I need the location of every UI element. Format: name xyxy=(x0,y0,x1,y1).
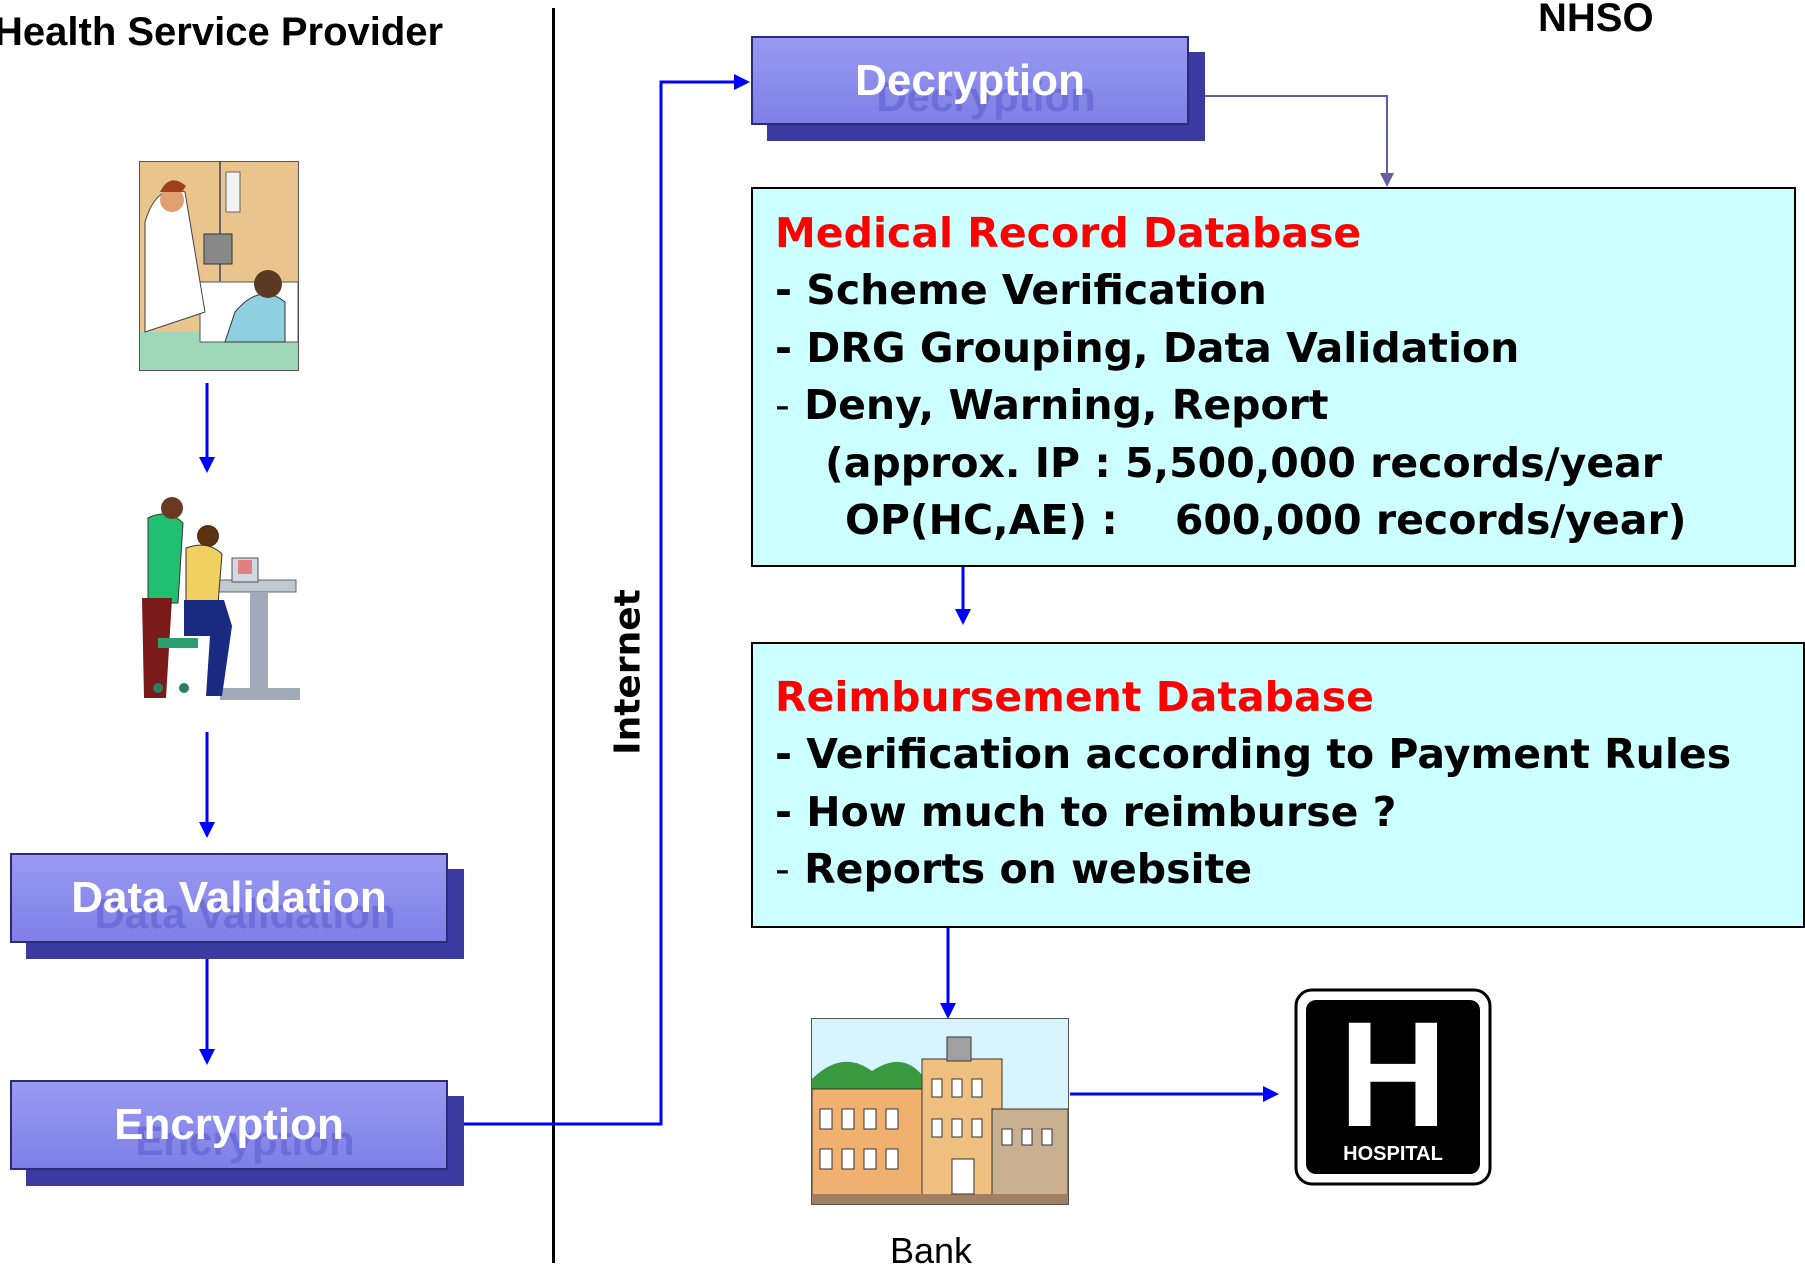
item-text: Reports on website xyxy=(804,845,1252,893)
reimbursement-db-title: Reimbursement Database xyxy=(775,673,1374,721)
encryption-ghost-label: Encryption xyxy=(135,1117,355,1164)
box-face xyxy=(751,36,1189,125)
decryption-box: Decryption Decryption xyxy=(751,36,1205,141)
medical-record-db-title: Medical Record Database xyxy=(775,209,1362,257)
item-dash: - xyxy=(775,845,790,893)
reimbursement-db-item: - How much to reimburse ? xyxy=(775,788,1397,836)
medical-record-db-note: (approx. IP : 5,500,000 records/year xyxy=(825,439,1663,487)
item-dash: - xyxy=(775,381,790,429)
bank-building-clipart xyxy=(811,1018,1069,1205)
medical-record-db-item: - Scheme Verification xyxy=(775,266,1267,314)
encryption-label: Encryption xyxy=(114,1100,344,1149)
provider-nhso-divider xyxy=(552,8,555,1263)
bank-label: Bank xyxy=(890,1230,973,1271)
right-header: NHSO xyxy=(1538,0,1654,40)
arrow-decryption-to-medical-db xyxy=(1190,95,1394,187)
left-header: Health Service Provider xyxy=(0,10,444,54)
hospital-sign-text: HOSPITAL xyxy=(1343,1143,1443,1165)
reimbursement-database-box: Reimbursement Database - Verification ac… xyxy=(751,642,1805,928)
item-text: Deny, Warning, Report xyxy=(804,381,1329,429)
medical-record-db-item: - Deny, Warning, Report xyxy=(775,381,1329,429)
nurse-patient-clipart xyxy=(139,161,299,371)
hospital-sign-icon: H HOSPITAL xyxy=(1294,988,1492,1186)
hospital-sign-letter: H xyxy=(1339,990,1447,1158)
decryption-label: Decryption xyxy=(855,55,1085,105)
medical-record-db-item: - DRG Grouping, Data Validation xyxy=(775,324,1520,372)
medical-record-database-box: Medical Record Database - Scheme Verific… xyxy=(751,187,1796,567)
medical-record-db-note: OP(HC,AE) : 600,000 records/year) xyxy=(845,496,1687,544)
data-validation-label: Data Validation xyxy=(71,873,387,922)
decryption-ghost-label: Decryption xyxy=(876,72,1096,120)
data-validation-ghost-label: Data Validation xyxy=(94,890,396,937)
data-validation-box: Data Validation Data Validation xyxy=(10,853,464,959)
arrow-encryption-to-decryption xyxy=(450,74,750,1126)
box-face xyxy=(10,853,448,943)
reimbursement-db-item: - Verification according to Payment Rule… xyxy=(775,730,1732,778)
reimbursement-db-item: - Reports on website xyxy=(775,845,1252,893)
encryption-box: Encryption Encryption xyxy=(10,1080,464,1186)
office-workers-computer-clipart xyxy=(128,488,300,704)
box-face xyxy=(10,1080,448,1170)
